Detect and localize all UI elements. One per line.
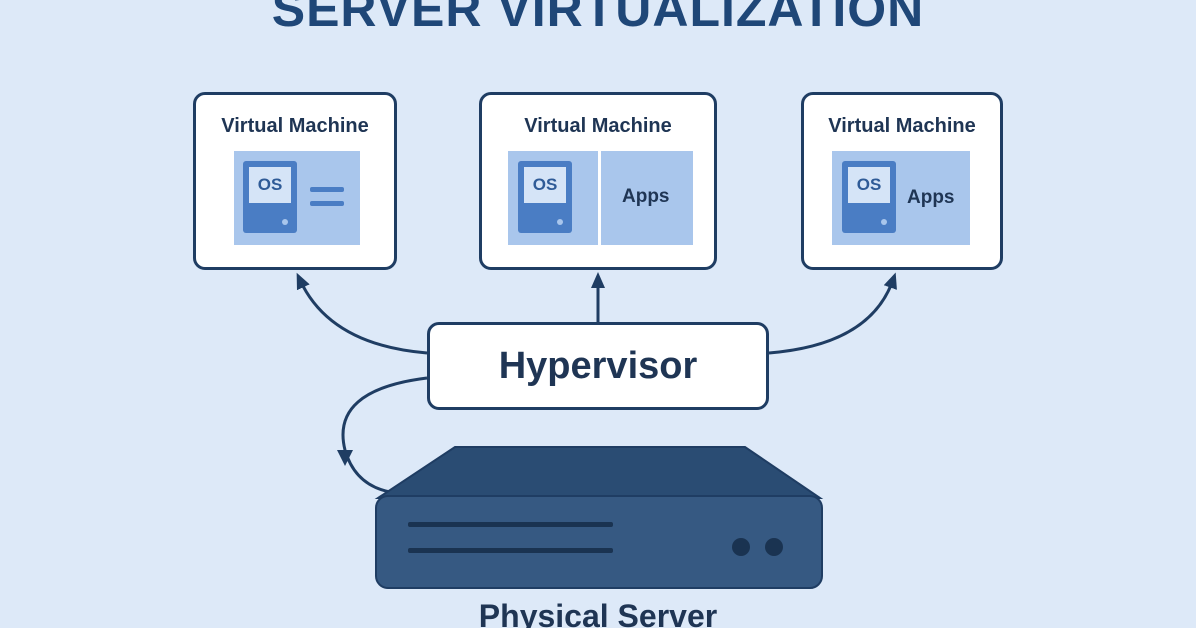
virtual-machine-1: Virtual Machine OS	[193, 92, 397, 270]
vm-os-panel: OS	[508, 151, 598, 245]
equals-lines-icon	[310, 187, 344, 192]
server-slot-line	[408, 548, 613, 553]
os-device-dot	[881, 219, 887, 225]
os-device-dot	[557, 219, 563, 225]
vm-panel: OS Apps	[832, 151, 970, 245]
vm-title: Virtual Machine	[524, 115, 672, 137]
vm-panel: OS	[234, 151, 360, 245]
vm-title: Virtual Machine	[828, 115, 976, 137]
hypervisor-box: Hypervisor	[427, 322, 769, 410]
physical-server-label: Physical Server	[478, 598, 718, 628]
server-led	[732, 538, 750, 556]
os-label: OS	[848, 167, 890, 203]
arrow-hypervisor-to-vm-1	[296, 272, 428, 355]
os-device-dot	[282, 219, 288, 225]
server-led	[765, 538, 783, 556]
apps-label: Apps	[622, 186, 670, 207]
arrow-hypervisor-to-server	[341, 376, 428, 494]
virtual-machine-2: Virtual Machine OS Apps	[479, 92, 717, 270]
arrowhead-down-icon	[337, 450, 353, 466]
vm-title: Virtual Machine	[221, 115, 369, 137]
os-label: OS	[524, 167, 566, 203]
equals-lines-icon	[310, 201, 344, 206]
os-device-icon: OS	[518, 161, 572, 233]
os-device-icon: OS	[243, 161, 297, 233]
diagram-title: SERVER VIRTUALIZATION	[271, 0, 925, 37]
server-rack-icon	[374, 446, 824, 589]
vm-apps-panel: Apps	[601, 151, 693, 245]
server-slot-line	[408, 522, 613, 527]
virtual-machine-3: Virtual Machine OS Apps	[801, 92, 1003, 270]
apps-label: Apps	[907, 187, 955, 208]
arrow-hypervisor-to-vm-3	[768, 272, 897, 355]
os-label: OS	[249, 167, 291, 203]
os-device-icon: OS	[842, 161, 896, 233]
